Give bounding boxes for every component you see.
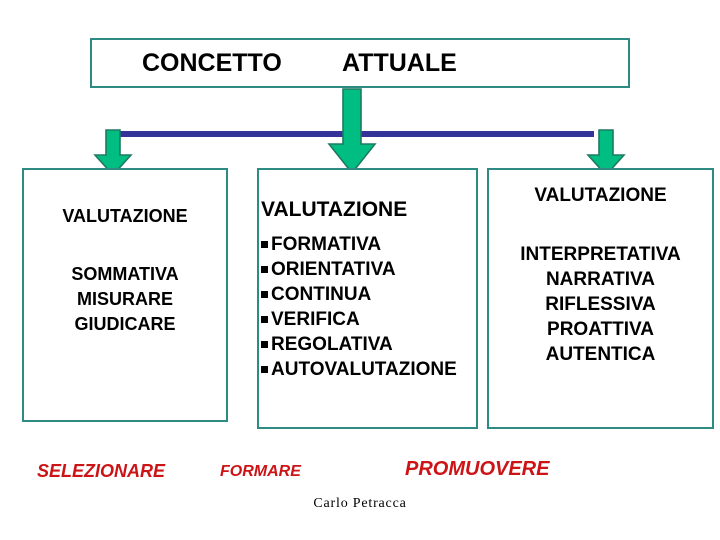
box-right-line: AUTENTICA bbox=[545, 344, 656, 365]
box-left-line: GIUDICARE bbox=[74, 314, 176, 334]
footer-label-selezionare: SELEZIONARE bbox=[37, 461, 166, 481]
header-box: CONCETTO ATTUALE bbox=[90, 38, 630, 88]
list-item-label: ORIENTATIVA bbox=[271, 259, 396, 280]
list-item-label: REGOLATIVA bbox=[271, 334, 393, 355]
list-item-label: CONTINUA bbox=[271, 284, 372, 305]
box-left-line: MISURARE bbox=[76, 289, 173, 309]
square-bullet-icon bbox=[261, 366, 268, 373]
square-bullet-icon bbox=[261, 291, 268, 298]
box-center-title: VALUTAZIONE bbox=[261, 198, 408, 221]
author-credit: Carlo Petracca bbox=[313, 496, 407, 511]
list-item: ORIENTATIVA bbox=[261, 257, 457, 282]
list-item-label: FORMATIVA bbox=[271, 234, 382, 255]
list-item: REGOLATIVA bbox=[261, 332, 457, 357]
arrow-down-right-icon bbox=[586, 129, 626, 177]
box-formativa: VALUTAZIONE FORMATIVA ORIENTATIVA CONTIN… bbox=[257, 168, 478, 429]
list-item: VERIFICA bbox=[261, 307, 457, 332]
footer-label-formare: FORMARE bbox=[220, 463, 301, 480]
box-right-line: RIFLESSIVA bbox=[545, 294, 656, 315]
list-item: AUTOVALUTAZIONE bbox=[261, 357, 457, 382]
box-right-line: PROATTIVA bbox=[547, 319, 654, 340]
footer-label-promuovere: PROMUOVERE bbox=[405, 458, 550, 480]
box-interpretativa: VALUTAZIONE INTERPRETATIVA NARRATIVA RIF… bbox=[487, 168, 714, 429]
box-left-title: VALUTAZIONE bbox=[62, 206, 188, 226]
box-left-lines: SOMMATIVA MISURARE GIUDICARE bbox=[24, 262, 226, 337]
arrow-down-center-icon bbox=[327, 88, 377, 176]
square-bullet-icon bbox=[261, 341, 268, 348]
square-bullet-icon bbox=[261, 241, 268, 248]
box-left-line: SOMMATIVA bbox=[71, 264, 179, 284]
list-item: CONTINUA bbox=[261, 282, 457, 307]
list-item: FORMATIVA bbox=[261, 232, 457, 257]
arrow-down-left-icon bbox=[93, 129, 133, 177]
header-label-attuale: ATTUALE bbox=[342, 49, 457, 77]
box-right-title: VALUTAZIONE bbox=[534, 185, 667, 206]
box-right-lines: INTERPRETATIVA NARRATIVA RIFLESSIVA PROA… bbox=[489, 242, 712, 367]
box-right-line: INTERPRETATIVA bbox=[520, 244, 681, 265]
header-label-concetto: CONCETTO bbox=[142, 49, 282, 77]
list-item-label: VERIFICA bbox=[271, 309, 360, 330]
box-center-list: FORMATIVA ORIENTATIVA CONTINUA VERIFICA … bbox=[261, 232, 457, 382]
square-bullet-icon bbox=[261, 266, 268, 273]
square-bullet-icon bbox=[261, 316, 268, 323]
box-right-line: NARRATIVA bbox=[545, 269, 656, 290]
list-item-label: AUTOVALUTAZIONE bbox=[271, 359, 457, 380]
box-sommativa: VALUTAZIONE SOMMATIVA MISURARE GIUDICARE bbox=[22, 168, 228, 422]
